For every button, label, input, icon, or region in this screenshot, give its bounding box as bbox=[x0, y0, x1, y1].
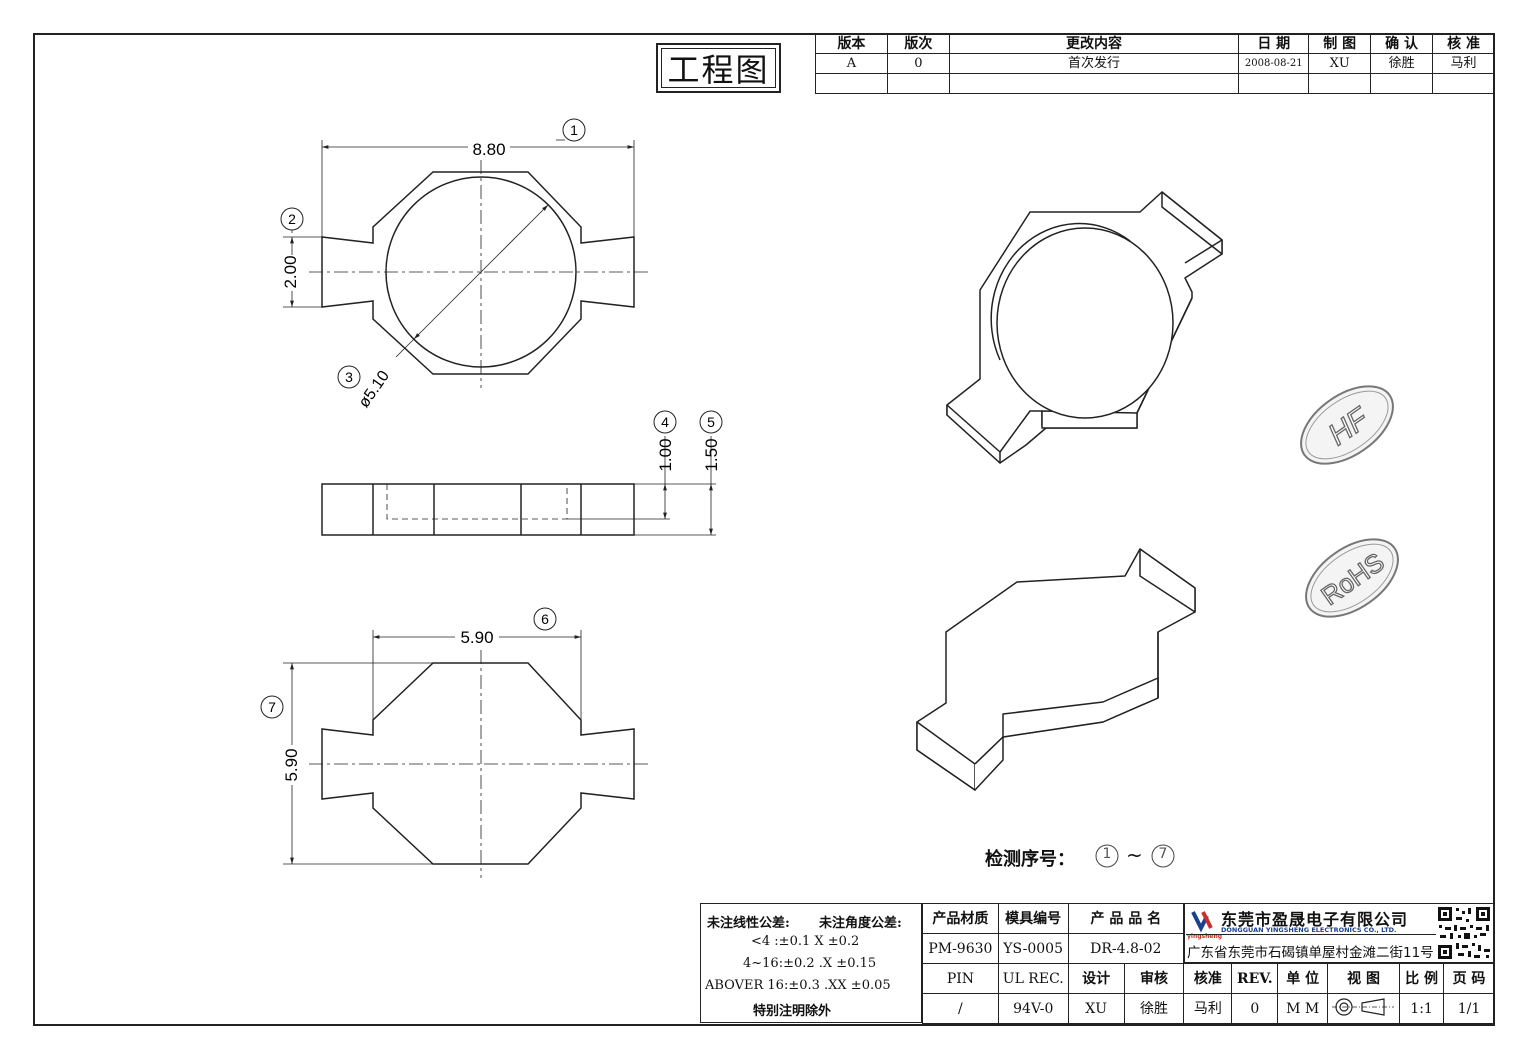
tb-header: 模具编号 bbox=[997, 903, 1069, 934]
rohs-mark: RoHS bbox=[1305, 538, 1399, 618]
balloon-1 bbox=[562, 118, 586, 142]
dim-text-7: 5.90 bbox=[282, 748, 301, 781]
dim-text-1: 8.80 bbox=[472, 140, 505, 159]
rev-cell bbox=[1238, 73, 1310, 94]
side-view bbox=[321, 436, 716, 536]
tb-label: PIN bbox=[922, 963, 999, 994]
tol-angle-title: 未注角度公差: bbox=[819, 916, 902, 931]
tol-line-2: 4~16:±0.2 .X ±0.15 bbox=[743, 956, 877, 971]
tb-header: 产品材质 bbox=[922, 903, 999, 934]
tb-value: 94V-0 bbox=[997, 993, 1069, 1024]
balloon-3 bbox=[337, 365, 361, 389]
tb-label: 页 码 bbox=[1443, 963, 1495, 994]
rev-header: 核 准 bbox=[1432, 33, 1495, 54]
tb-label: 设计 bbox=[1067, 963, 1125, 994]
tb-label: 视 图 bbox=[1327, 963, 1401, 994]
balloon-text: 7 bbox=[268, 699, 276, 715]
hf-mark: HF bbox=[1300, 385, 1394, 465]
iso-view-bottom bbox=[916, 548, 1196, 791]
inspection-end: 7 bbox=[1158, 846, 1168, 862]
top-view-outline bbox=[321, 171, 635, 375]
tb-label: 比 例 bbox=[1399, 963, 1445, 994]
tb-cell: YS-0005 bbox=[997, 933, 1069, 964]
drawing-title: 工程图 bbox=[656, 43, 781, 93]
tb-value: 徐胜 bbox=[1123, 993, 1185, 1024]
tb-cell: PM-9630 bbox=[922, 933, 999, 964]
company-address: 广东省东莞市石碣镇单屋村金滩二街11号 bbox=[1187, 945, 1434, 961]
top-view bbox=[283, 139, 648, 388]
projection-symbol-icon bbox=[1331, 998, 1394, 1016]
projection-symbol bbox=[1327, 993, 1401, 1024]
dim-text-3: ø5.10 bbox=[356, 368, 393, 411]
bottom-view bbox=[283, 630, 648, 878]
title-block-top: 产品材质 模具编号 产 品 品 名 PM-9630 YS-0005 DR-4.8… bbox=[922, 903, 1185, 964]
dim-text-6: 5.90 bbox=[460, 628, 493, 647]
tol-line-1: <4 :±0.1 X ±0.2 bbox=[751, 934, 860, 949]
rev-cell: XU bbox=[1308, 53, 1372, 74]
rev-cell bbox=[886, 73, 950, 94]
tb-value: 马利 bbox=[1183, 993, 1233, 1024]
iso-view-top bbox=[946, 191, 1223, 464]
tb-value: 0 bbox=[1231, 993, 1279, 1024]
side-view-outline bbox=[321, 483, 635, 536]
hidden-line bbox=[386, 484, 568, 520]
inspection-start: 1 bbox=[1102, 846, 1112, 862]
qr-code-icon bbox=[1436, 905, 1492, 961]
tolerance-box: 未注线性公差: 未注角度公差: <4 :±0.1 X ±0.2 4~16:±0.… bbox=[700, 903, 922, 1023]
balloon-5 bbox=[699, 410, 723, 434]
balloon-text: 3 bbox=[345, 369, 353, 385]
company-logo-text: yingsheng bbox=[1187, 933, 1223, 940]
tb-value: 1/1 bbox=[1443, 993, 1495, 1024]
company-box: yingsheng 东莞市盈晟电子有限公司 DONGGUAN YINGSHENG… bbox=[1184, 903, 1494, 963]
dim-text-4: 1.00 bbox=[656, 438, 675, 471]
balloon-text: 5 bbox=[707, 414, 715, 430]
rev-header: 版本 bbox=[815, 33, 888, 54]
company-name-cn: 东莞市盈晟电子有限公司 bbox=[1221, 910, 1409, 929]
company-logo-icon bbox=[1191, 911, 1213, 933]
tol-linear-title: 未注线性公差: bbox=[707, 916, 790, 931]
revision-table: 版本 版次 更改内容 日 期 制 图 确 认 核 准 A 0 首次发行 2008… bbox=[815, 33, 1495, 94]
tb-value: / bbox=[922, 993, 999, 1024]
tb-value: M M bbox=[1277, 993, 1329, 1024]
rev-header: 更改内容 bbox=[948, 33, 1240, 54]
tb-cell: DR-4.8-02 bbox=[1067, 933, 1185, 964]
balloon-6 bbox=[533, 607, 557, 631]
tb-value: 1:1 bbox=[1399, 993, 1445, 1024]
balloon-2 bbox=[280, 207, 304, 231]
tb-value: XU bbox=[1067, 993, 1125, 1024]
tb-label: 单 位 bbox=[1277, 963, 1329, 994]
rev-cell bbox=[1308, 73, 1372, 94]
tb-label: 审核 bbox=[1123, 963, 1185, 994]
drawing-frame bbox=[33, 33, 1495, 1026]
balloon-text: 1 bbox=[570, 122, 578, 138]
dim-text-5: 1.50 bbox=[702, 438, 721, 471]
balloon-7 bbox=[260, 695, 284, 719]
balloon-text: 6 bbox=[541, 611, 549, 627]
company-name-en: DONGGUAN YINGSHENG ELECTRONICS CO., LTD. bbox=[1221, 926, 1397, 934]
inspection-label: 检测序号： bbox=[985, 849, 1075, 870]
balloon-text: 4 bbox=[661, 414, 669, 430]
tb-header: 产 品 品 名 bbox=[1067, 903, 1185, 934]
tol-note: 特别注明除外 bbox=[753, 1004, 832, 1019]
rev-cell bbox=[1432, 73, 1495, 94]
tb-label: UL REC. bbox=[997, 963, 1069, 994]
tb-label: REV. bbox=[1231, 963, 1279, 994]
rev-cell: 马利 bbox=[1432, 53, 1495, 74]
dim-text-2: 2.00 bbox=[281, 255, 300, 288]
tb-label: 核准 bbox=[1183, 963, 1233, 994]
balloon-4 bbox=[653, 410, 677, 434]
title-block-bottom: PIN UL REC. 设计 审核 核准 REV. 单 位 视 图 比 例 页 … bbox=[922, 963, 1495, 1024]
dim-line-3 bbox=[413, 204, 549, 340]
inspection-tilde: ~ bbox=[1126, 843, 1143, 867]
balloon-text: 2 bbox=[288, 211, 296, 227]
tol-line-3: ABOVER 16:±0.3 .XX ±0.05 bbox=[705, 978, 891, 993]
bottom-view-outline bbox=[321, 662, 635, 865]
